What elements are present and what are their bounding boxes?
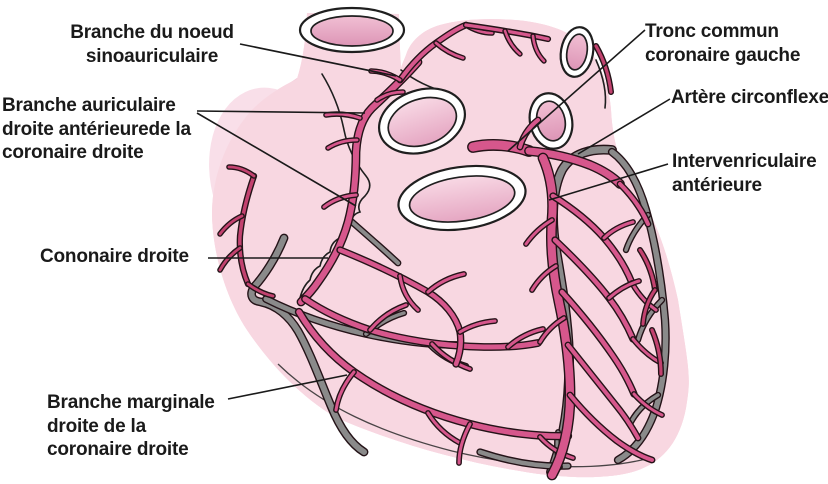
artery-twig [227, 165, 256, 178]
aorta-opening [377, 87, 467, 155]
label-line: droite antérieurede la [2, 118, 191, 140]
artery-twig [518, 118, 540, 149]
label-line: Intervenriculaire [672, 151, 817, 172]
left-marginal-vein [248, 235, 367, 455]
label-line: droite de la [47, 415, 146, 437]
circumflex-branch [618, 182, 650, 226]
label-line: Branche marginale [47, 392, 215, 413]
artery-twig [538, 435, 575, 460]
label-line: Tronc commun [645, 21, 779, 42]
label-left-main-trunk: Tronc commun coronaire gauche [645, 20, 800, 67]
label-right-marginal-branch: Branche marginale droite de la coronaire… [47, 391, 215, 462]
leader-right-marginal-branch [227, 374, 348, 400]
lad-diagonal-4 [566, 343, 640, 440]
artery-twig [398, 274, 420, 312]
label-line: sinoauriculaire [85, 45, 219, 67]
artery-twig [602, 220, 635, 240]
label-line: coronaire droite [47, 439, 189, 460]
leader-lines [196, 29, 671, 400]
artery-twig [650, 328, 663, 376]
vein-twig [350, 220, 400, 265]
artery-twig [246, 282, 275, 298]
artery-twig [506, 327, 545, 349]
right-marginal-artery-upper [302, 296, 541, 350]
artery-twig [524, 218, 554, 246]
artery-twig [632, 392, 664, 417]
label-line: Artère circonflexe [671, 87, 828, 108]
label-sa-node-branch: Branche du noeud sinoauriculaire [66, 21, 238, 68]
artery-twig [641, 288, 657, 326]
right-coronary-artery [298, 59, 421, 305]
artery-twig [538, 316, 566, 344]
leader-circumflex [577, 98, 671, 155]
artery-twig [426, 411, 462, 445]
coronary-arteries [217, 21, 665, 481]
artery-twig [594, 44, 613, 94]
lad-diagonal-5 [568, 393, 654, 462]
mid-ventricular-branch [337, 247, 464, 367]
leader-left-main-trunk [507, 29, 646, 152]
right-edge-crease [595, 59, 607, 109]
label-line: Cononaire droite [40, 246, 189, 267]
artery-twig [530, 264, 558, 292]
leader-sa-node-branch [239, 43, 397, 77]
label-line: coronaire droite [2, 142, 144, 163]
label-line: Branche auriculaire [2, 95, 176, 116]
label-line: coronaire gauche [645, 44, 801, 66]
lad-diagonal-3 [559, 289, 637, 397]
label-circumflex: Artère circonflexe [671, 86, 828, 110]
label-lad: Intervenriculaire antérieure [672, 150, 817, 197]
left-edge-artery [238, 174, 256, 286]
artery-twig [607, 279, 641, 300]
vein-twig [636, 298, 664, 342]
leader-right-atrial-branch-a [196, 110, 366, 114]
label-right-atrial-branch: Branche auriculaire droite antérieurede … [2, 94, 191, 165]
atrial-branch-twig [326, 138, 359, 150]
right-marginal-artery-lower [296, 309, 571, 439]
atrial-branch-twig [322, 193, 358, 209]
artery-twig [334, 370, 356, 412]
artery-twig [434, 41, 465, 60]
atrial-branch-twig [324, 112, 362, 120]
pulmonary-vein-opening-upper [559, 26, 595, 78]
artery-twig [457, 422, 472, 465]
svc-opening [298, 6, 406, 54]
artery-twig [638, 248, 657, 292]
pulmonary-trunk-opening [397, 164, 527, 232]
artery-twig [426, 272, 466, 294]
label-line: Branche du noeud [70, 22, 234, 43]
circumflex-artery [525, 147, 624, 188]
artery-twig [375, 90, 405, 102]
right-edge-vein [609, 149, 669, 463]
label-right-coronary: Cononaire droite [40, 245, 189, 269]
leader-right-atrial-branch-b [196, 112, 357, 207]
artery-twig [503, 29, 522, 56]
artery-twig [218, 214, 244, 236]
lad-artery [539, 154, 574, 479]
label-line: antérieure [672, 174, 762, 196]
artery-twig [430, 342, 472, 371]
artery-twig [458, 319, 497, 334]
artery-twig [368, 303, 408, 332]
artery-twig [531, 34, 546, 63]
leader-lad [548, 163, 669, 201]
pulmonary-vein-opening-lower [528, 92, 574, 150]
